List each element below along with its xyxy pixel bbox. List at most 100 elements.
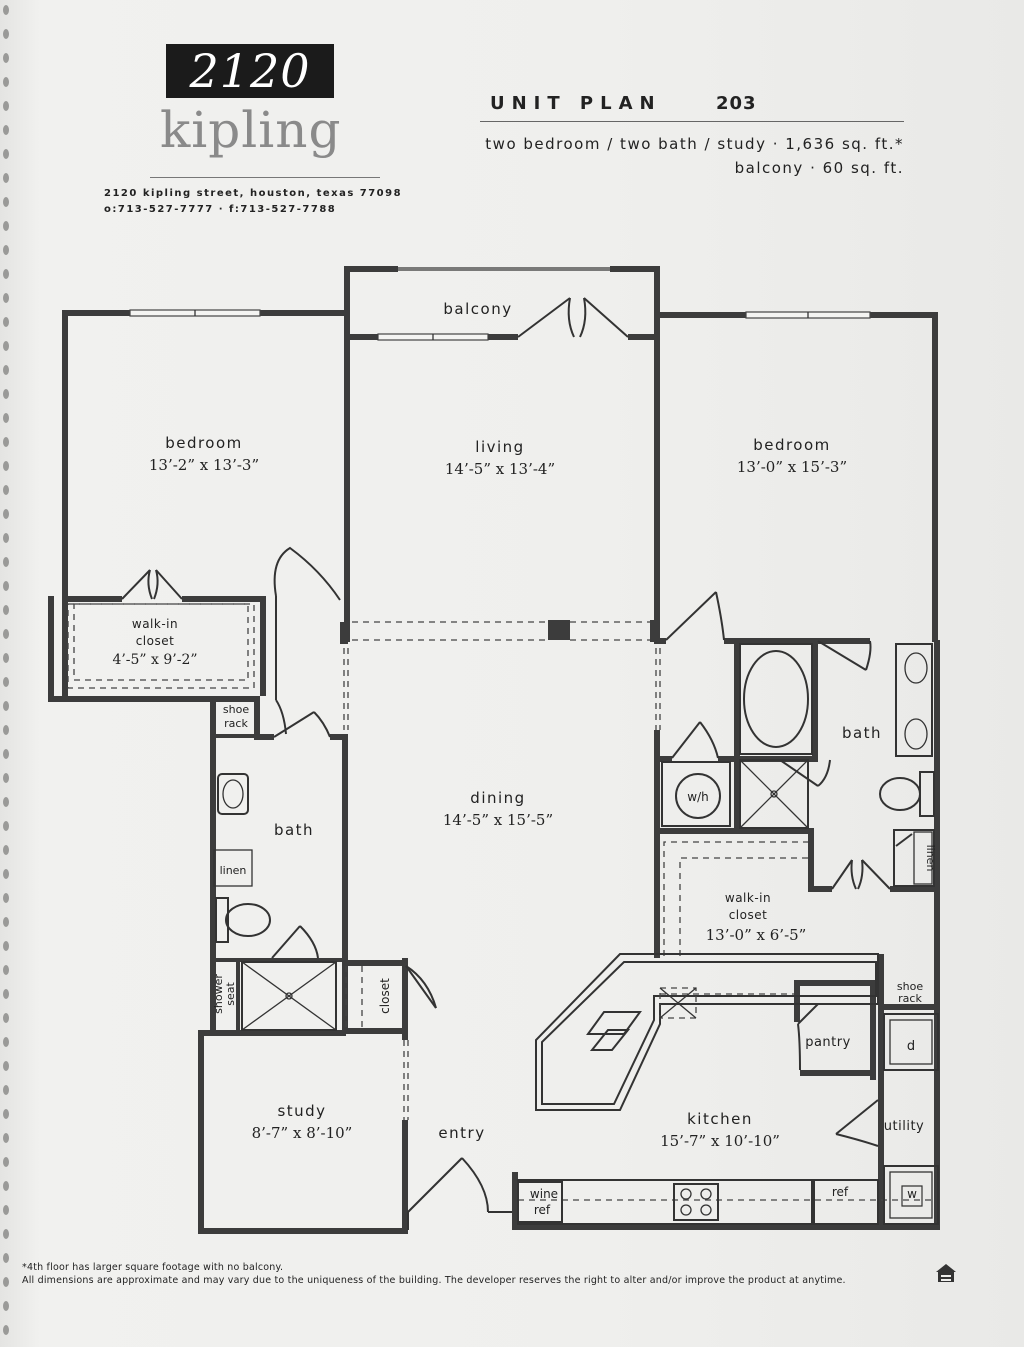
binding-hole — [3, 5, 9, 15]
binding-hole — [3, 701, 9, 711]
walkin-left-label-1: walk-in — [132, 617, 178, 631]
shower-drain-icon — [241, 961, 337, 1031]
binding-hole — [3, 1253, 9, 1263]
footnote-disclaimer: All dimensions are approximate and may v… — [22, 1275, 846, 1286]
binding-hole — [3, 149, 9, 159]
binding-hole — [3, 269, 9, 279]
living-label: living — [475, 438, 524, 456]
door-swings — [121, 297, 913, 1230]
binding-hole — [3, 533, 9, 543]
toilet-icon — [879, 771, 935, 817]
binding-hole — [3, 389, 9, 399]
binding-hole — [3, 461, 9, 471]
unit-description: two bedroom / two bath / study · 1,636 s… — [485, 135, 904, 153]
entry-label: entry — [438, 1124, 485, 1142]
dining-size: 14’-5” x 15’-5” — [443, 811, 553, 829]
binding-hole — [3, 53, 9, 63]
dining-label: dining — [470, 789, 525, 807]
dryer-box — [883, 1013, 939, 1071]
binding-hole — [3, 773, 9, 783]
bedroom-right-size: 13’-0” x 15’-3” — [737, 458, 847, 476]
binding-hole — [3, 221, 9, 231]
sink-icon — [895, 643, 933, 757]
binding-hole — [3, 1133, 9, 1143]
unit-balcony-area: balcony · 60 sq. ft. — [734, 159, 904, 177]
phone-numbers: o:713-527-7777 · f:713-527-7788 — [104, 204, 337, 215]
bedroom-right-label: bedroom — [753, 436, 831, 454]
binding-hole — [3, 725, 9, 735]
wine-ref-label-1: wine — [530, 1187, 558, 1201]
wine-ref-label-2: ref — [534, 1203, 551, 1217]
binding-hole — [3, 893, 9, 903]
binding-hole — [3, 1157, 9, 1167]
sink-icon — [217, 773, 249, 815]
binding-hole — [3, 365, 9, 375]
binding-hole — [3, 797, 9, 807]
binding-hole — [3, 1085, 9, 1095]
binding-hole — [3, 197, 9, 207]
binding-hole — [3, 341, 9, 351]
binding-hole — [3, 1181, 9, 1191]
study-size: 8’-7” x 8’-10” — [252, 1124, 353, 1142]
binding-hole — [3, 989, 9, 999]
unit-divider — [480, 121, 904, 122]
room-labels: balcony bedroom 13’-2” x 13’-3” living 1… — [112, 300, 937, 1217]
kitchen-label: kitchen — [687, 1110, 753, 1128]
shoe-rack-left-1: shoe — [223, 703, 249, 716]
shoe-rack-right-2: rack — [898, 992, 922, 1005]
wine-ref-box — [517, 1181, 563, 1223]
balcony-label: balcony — [443, 300, 512, 318]
binding-hole — [3, 917, 9, 927]
binding-hole — [3, 965, 9, 975]
washer-box — [883, 1165, 939, 1225]
logo-divider — [150, 177, 380, 178]
binding-hole — [3, 749, 9, 759]
water-heater-label: w/h — [687, 790, 708, 804]
footnote-fourth-floor: *4th floor has larger square footage wit… — [22, 1262, 284, 1273]
shower-drain-icon — [739, 759, 809, 829]
binding-hole — [3, 581, 9, 591]
living-size: 14’-5” x 13’-4” — [445, 460, 555, 478]
binding-hole — [3, 125, 9, 135]
walkin-left-label-2: closet — [136, 634, 175, 648]
shoe-rack-right-1: shoe — [897, 980, 923, 993]
shower-seat-label-2: seat — [224, 982, 237, 1006]
logo-wordmark: kipling — [160, 101, 342, 159]
binding-hole — [3, 845, 9, 855]
closet-label: closet — [378, 978, 392, 1014]
bedroom-left-label: bedroom — [165, 434, 243, 452]
street-address: 2120 kipling street, houston, texas 7709… — [104, 188, 403, 199]
bath-left-label: bath — [274, 821, 314, 839]
unit-number: 203 — [716, 93, 757, 114]
binding-hole — [3, 1205, 9, 1215]
bath-right-label: bath — [842, 724, 882, 742]
binding-hole — [3, 173, 9, 183]
binding-hole — [3, 29, 9, 39]
binding-hole — [3, 1013, 9, 1023]
binding-hole — [3, 1037, 9, 1047]
cooktop-icon — [673, 1183, 719, 1221]
unit-plan-title: UNIT PLAN — [490, 93, 662, 114]
binding-hole — [3, 1229, 9, 1239]
binding-hole — [3, 629, 9, 639]
logo-number: 2120 — [166, 44, 334, 98]
shower-seat-label-1: shower — [212, 974, 225, 1014]
linen-left-label: linen — [220, 864, 247, 877]
washer-label: w — [907, 1187, 917, 1201]
tub-icon — [739, 643, 813, 755]
binding-hole — [3, 1325, 9, 1335]
equal-housing-icon — [936, 1264, 956, 1282]
walkin-right-size: 13’-0” x 6’-5” — [706, 926, 807, 944]
binding-hole — [3, 77, 9, 87]
binding-hole — [3, 101, 9, 111]
binding-hole — [3, 317, 9, 327]
walkin-right-label-2: closet — [729, 908, 768, 922]
shoe-rack-left-2: rack — [224, 717, 248, 730]
study-label: study — [277, 1102, 326, 1120]
binding-hole — [3, 245, 9, 255]
binding-hole — [3, 485, 9, 495]
binding-hole — [3, 413, 9, 423]
